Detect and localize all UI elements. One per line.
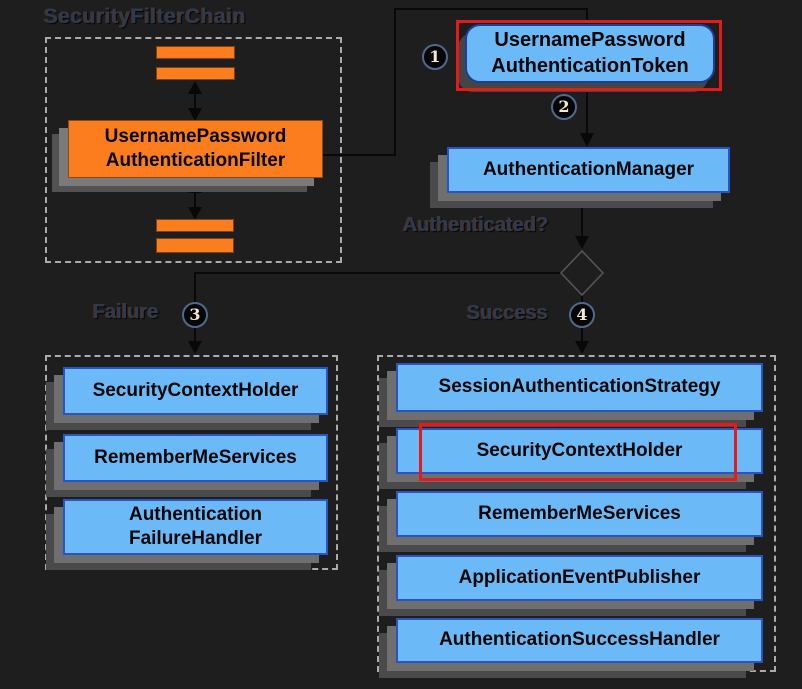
arrowheads (188, 81, 594, 354)
security-filter-chain-frame (45, 37, 342, 263)
security-context-holder-box-success: SecurityContextHolder (396, 428, 763, 474)
failure-branch-frame (45, 355, 338, 570)
authentication-manager-box: AuthenticationManager (447, 147, 730, 193)
filter-placeholder-bar (156, 219, 234, 232)
step-2-badge: 2 (551, 94, 577, 120)
failure-label: Failure (93, 301, 159, 323)
filter-placeholder-bar (156, 67, 235, 80)
authentication-failure-handler-box: Authentication FailureHandler (63, 499, 328, 555)
authenticated-decision-diamond (559, 249, 605, 297)
username-password-authentication-token-box: UsernamePassword AuthenticationToken (465, 24, 715, 83)
step-3-badge: 3 (182, 302, 208, 328)
authenticated-label: Authenticated? (403, 214, 549, 236)
token-highlight-rect (456, 20, 722, 91)
step-4-badge: 4 (569, 302, 595, 328)
filter-placeholder-bar (156, 238, 234, 253)
application-event-publisher-box: ApplicationEventPublisher (396, 555, 763, 601)
success-branch-frame (377, 355, 776, 672)
success-label: Success (467, 302, 549, 324)
remember-me-services-box-failure: RememberMeServices (63, 434, 328, 482)
remember-me-services-box-success: RememberMeServices (396, 491, 763, 537)
security-context-holder-highlight-rect (419, 423, 737, 481)
username-password-authentication-filter-box: UsernamePassword AuthenticationFilter (68, 120, 323, 178)
step-1-badge: 1 (422, 44, 448, 70)
authentication-success-handler-box: AuthenticationSuccessHandler (396, 618, 763, 663)
session-authentication-strategy-box: SessionAuthenticationStrategy (396, 363, 763, 412)
security-context-holder-box-failure: SecurityContextHolder (63, 367, 328, 415)
filter-placeholder-bar (156, 46, 235, 59)
security-filter-chain-label: SecurityFilterChain (44, 5, 247, 28)
